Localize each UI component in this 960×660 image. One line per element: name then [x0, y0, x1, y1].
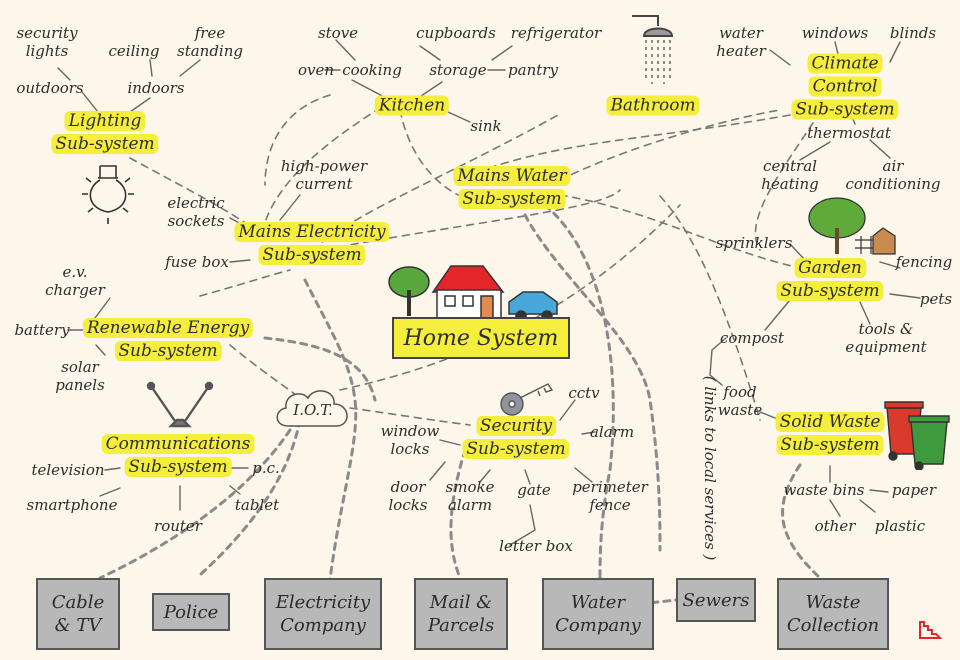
renewable-energy-subsystem: Renewable Energy Sub-system: [82, 317, 254, 363]
label-iot: I.O.T.: [293, 401, 333, 419]
label-cctv: cctv: [568, 384, 600, 402]
label-cupboards: cupboards: [416, 24, 496, 42]
label-letter-box: letter box: [499, 537, 573, 555]
garden-subsystem: Garden Sub-system: [776, 257, 884, 303]
label-alarm: alarm: [589, 423, 635, 441]
label-smartphone: smartphone: [26, 496, 118, 514]
label-sprinklers: sprinklers: [715, 234, 793, 252]
garden-tree-icon: [808, 197, 896, 255]
label-waste-bins: waste bins: [783, 481, 865, 499]
security-subsystem: Security Sub-system: [462, 415, 570, 461]
mains-electricity-subsystem: Mains Electricity Sub-system: [234, 221, 390, 267]
service-cable-tv: Cable & TV: [36, 578, 120, 650]
service-sewers: Sewers: [676, 578, 756, 622]
label-links-local-services: ( links to local services ): [701, 375, 719, 561]
label-storage: storage: [429, 61, 487, 79]
label-router: router: [154, 517, 202, 535]
label-door-locks: door locks: [388, 478, 428, 514]
service-waste-collection: Waste Collection: [777, 578, 889, 650]
mains-water-subsystem: Mains Water Sub-system: [453, 165, 571, 211]
label-indoors: indoors: [127, 79, 185, 97]
label-tablet: tablet: [234, 496, 280, 514]
label-high-power-current: high-power current: [280, 157, 368, 193]
service-water-company: Water Company: [542, 578, 654, 650]
label-central-heating: central heating: [761, 157, 819, 193]
logo-icon: [919, 621, 942, 639]
key-icon: [500, 383, 554, 416]
label-other: other: [814, 517, 856, 535]
service-mail-parcels: Mail & Parcels: [414, 578, 508, 650]
home-system-box: Home System: [392, 317, 570, 359]
communications-subsystem: Communications Sub-system: [101, 433, 255, 479]
label-air-conditioning: air conditioning: [845, 157, 941, 193]
climate-control-subsystem: Climate Control Sub-system: [788, 53, 903, 122]
service-electricity-company: Electricity Company: [264, 578, 382, 650]
label-thermostat: thermostat: [807, 124, 891, 142]
label-ev-charger: e.v. charger: [45, 263, 105, 299]
label-free-standing: free standing: [177, 24, 243, 60]
shower-icon: [632, 15, 674, 84]
label-pets: pets: [919, 290, 953, 308]
label-water-heater: water heater: [716, 24, 766, 60]
label-cooking: cooking: [342, 61, 402, 79]
bins-icon: [884, 401, 950, 470]
label-perimeter-fence: perimeter fence: [572, 478, 648, 514]
service-police: Police: [152, 593, 230, 631]
antenna-icon: [146, 381, 214, 428]
label-fuse-box: fuse box: [165, 253, 229, 271]
label-tools-equipment: tools & equipment: [845, 320, 927, 356]
house-icon: [388, 265, 558, 320]
label-pc: p.c.: [252, 459, 280, 477]
label-compost: compost: [719, 329, 785, 347]
label-oven: oven: [297, 61, 335, 79]
label-gate: gate: [517, 481, 551, 499]
solid-waste-subsystem: Solid Waste Sub-system: [775, 411, 885, 457]
label-food-waste: food waste: [717, 383, 763, 419]
tree-icon: [388, 266, 430, 316]
label-battery: battery: [14, 321, 70, 339]
light-bulb-icon: [82, 165, 134, 224]
label-window-locks: window locks: [380, 422, 440, 458]
label-paper: paper: [891, 481, 937, 499]
label-smoke-alarm: smoke alarm: [445, 478, 495, 514]
label-fencing: fencing: [895, 253, 953, 271]
kitchen-subsystem: Kitchen: [374, 95, 450, 118]
label-sink: sink: [470, 117, 502, 135]
label-refrigerator: refrigerator: [510, 24, 602, 42]
label-electric-sockets: electric sockets: [167, 194, 225, 230]
label-security-lights: security lights: [16, 24, 78, 60]
label-windows: windows: [801, 24, 869, 42]
label-pantry: pantry: [508, 61, 558, 79]
car-icon: [508, 291, 558, 320]
bathroom-subsystem: Bathroom: [606, 95, 700, 118]
lighting-subsystem: Lighting Sub-system: [51, 110, 159, 156]
cloud-icon: [276, 390, 348, 427]
label-stove: stove: [317, 24, 359, 42]
label-plastic: plastic: [874, 517, 926, 535]
label-solar-panels: solar panels: [55, 358, 105, 394]
label-television: television: [31, 461, 105, 479]
label-outdoors: outdoors: [16, 79, 84, 97]
label-ceiling: ceiling: [108, 42, 160, 60]
label-blinds: blinds: [889, 24, 937, 42]
